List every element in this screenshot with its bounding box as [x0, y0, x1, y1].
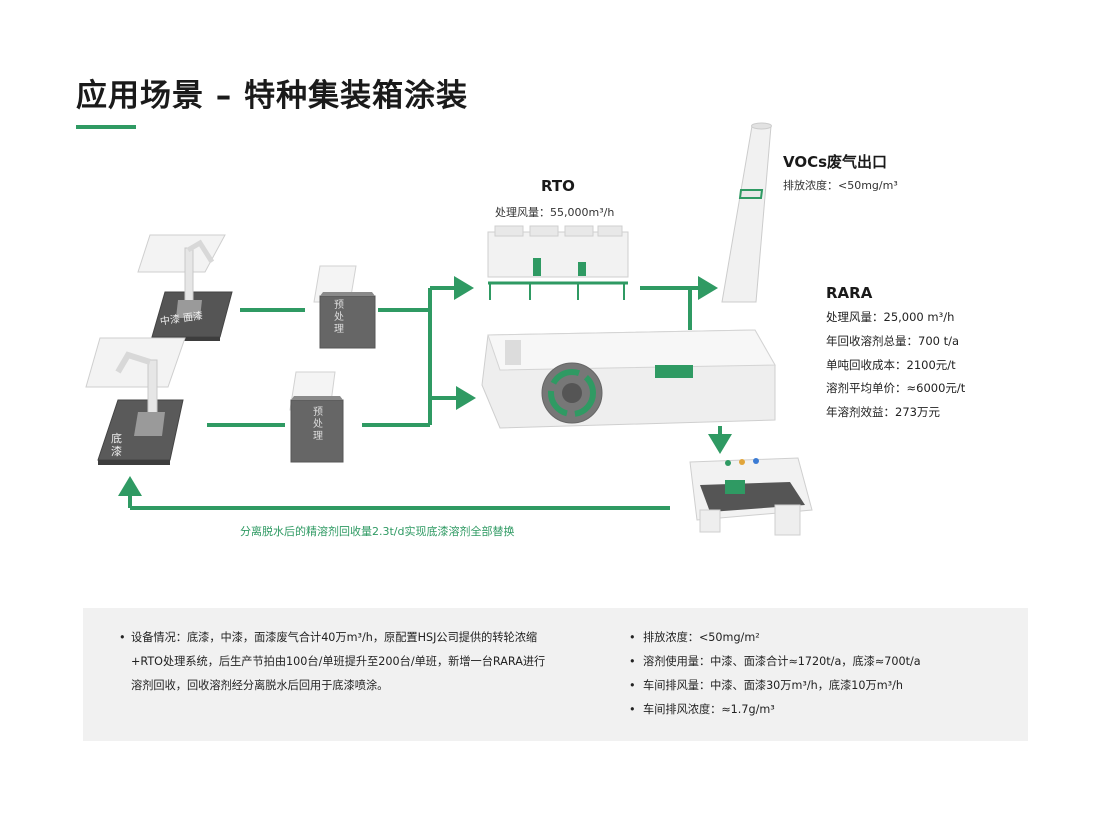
primer-booth-label: 底漆: [111, 432, 122, 458]
rara-title: RARA: [826, 284, 873, 302]
topcoat-spray-booth: [137, 234, 233, 341]
pretreatment-unit-bottom: [289, 371, 344, 463]
rara-spec-item: 年溶剂效益：273万元: [826, 405, 940, 420]
equipment-description-text: 设备情况：底漆，中漆，面漆废气合计40万m³/h，原配置HSJ公司提供的转轮浓缩…: [131, 631, 546, 692]
workshop-metric-item: 车间排风量：中漆、面漆30万m³/h，底漆10万m³/h: [629, 674, 921, 698]
stack-title: VOCs废气出口: [783, 153, 888, 171]
workshop-metric-item: 溶剂使用量：中漆、面漆合计≈1720t/a，底漆≈700t/a: [629, 650, 921, 674]
pretreatment-unit-top: [313, 265, 376, 349]
page-title: 应用场景 – 特种集装箱涂装: [76, 78, 469, 114]
rto-title: RTO: [541, 177, 575, 195]
separation-workbench: [689, 457, 813, 536]
bullet: •: [119, 631, 126, 644]
rara-spec-item: 溶剂平均单价：≈6000元/t: [826, 381, 966, 396]
workshop-metric-item: 排放浓度：<50mg/m²: [629, 626, 921, 650]
exhaust-stack: [721, 122, 772, 303]
rto-spec: 处理风量：55,000m³/h: [495, 206, 615, 219]
rara-spec-list: 处理风量：25,000 m³/h 年回收溶剂总量：700 t/a 单吨回收成本：…: [826, 309, 965, 428]
workshop-metric-item: 车间排风浓度：≈1.7g/m³: [629, 698, 921, 722]
recycle-caption: 分离脱水后的精溶剂回收量2.3t/d实现底漆溶剂全部替换: [240, 525, 515, 538]
workshop-metrics-list: 排放浓度：<50mg/m² 溶剂使用量：中漆、面漆合计≈1720t/a，底漆≈7…: [629, 626, 921, 722]
rara-spec-item: 处理风量：25,000 m³/h: [826, 310, 955, 324]
rto-unit: [487, 225, 629, 300]
primer-spray-booth: [85, 337, 186, 465]
flow-lines: [118, 276, 732, 510]
rara-spec-item: 单吨回收成本：2100元/t: [826, 357, 956, 372]
info-panel: • 设备情况：底漆，中漆，面漆废气合计40万m³/h，原配置HSJ公司提供的转轮…: [83, 608, 1028, 741]
title-underline: [76, 125, 136, 129]
pretreatment-label-bottom: 预处理: [313, 407, 323, 442]
rara-unit: [481, 329, 776, 429]
stack-spec: 排放浓度：<50mg/m³: [783, 179, 898, 192]
pretreatment-label-top: 预处理: [334, 300, 344, 335]
rara-spec-item: 年回收溶剂总量：700 t/a: [826, 333, 960, 348]
equipment-description: • 设备情况：底漆，中漆，面漆废气合计40万m³/h，原配置HSJ公司提供的转轮…: [119, 626, 556, 698]
